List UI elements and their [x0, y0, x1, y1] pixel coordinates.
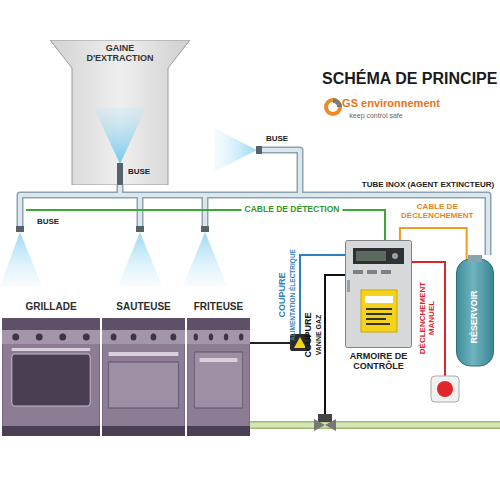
gas-pipe [250, 421, 500, 429]
tube-label: TUBE INOX (AGENT EXTINCTEUR) [362, 181, 494, 190]
control-cabinet: ARMOIRE DE CONTRÔLE [345, 240, 412, 348]
nozzle-label: BUSE [128, 168, 150, 177]
spray-cone [214, 128, 257, 172]
sauteuse-appliance: SAUTEUSE [102, 318, 185, 436]
cut-label: COUPURE [278, 272, 288, 317]
spray-cone [183, 232, 227, 286]
cut-label: COUPURE [304, 312, 314, 357]
grill-appliance: GRILLADE [2, 318, 100, 436]
spray-cone [118, 232, 162, 286]
cable-label: CABLE DE DÉTECTION [242, 205, 343, 214]
cable-label: CABLE DE DÉCLENCHEMENT [399, 203, 475, 221]
extraction-hood: GAINE D'EXTRACTION [50, 40, 190, 185]
manual-button-plate [431, 376, 459, 402]
brand-name: GS environnement [342, 97, 440, 109]
cut-label: ALIMENTATION ÉLECTRIQUE [289, 249, 296, 341]
manual-trigger-wire [412, 262, 445, 376]
node-title: GAINE D'EXTRACTION [72, 44, 168, 64]
brand-tagline: keep control safe [349, 112, 402, 120]
cut-label: VANNE GAZ [315, 315, 323, 356]
spray-cone [0, 232, 42, 286]
cabinet-heading: ARMOIRE DE CONTRÔLE [331, 352, 426, 372]
appliance-heading: FRITEUSE [177, 301, 260, 312]
nozzle-label: BUSE [37, 218, 59, 227]
fryer-appliance: FRITEUSE [187, 318, 250, 436]
manual-button [437, 381, 453, 397]
gas-pipe [250, 423, 500, 428]
appliance-heading: GRILLADE [0, 301, 110, 312]
appliance-heading: SAUTEUSE [92, 301, 195, 312]
reservoir-tank: RÉSERVOIR [456, 255, 494, 367]
manual-trigger-label: DÉCLENCHEMENT MANUEL [419, 281, 437, 355]
tank-label: RÉSERVOIR [470, 290, 480, 343]
gas-cut-wire [325, 275, 345, 416]
power-wire [250, 342, 291, 344]
logo-icon [324, 98, 342, 116]
nozzle-label: BUSE [266, 135, 288, 144]
diagram-title: SCHÉMA DE PRINCIPE [322, 70, 497, 88]
gas-valve [314, 414, 336, 431]
